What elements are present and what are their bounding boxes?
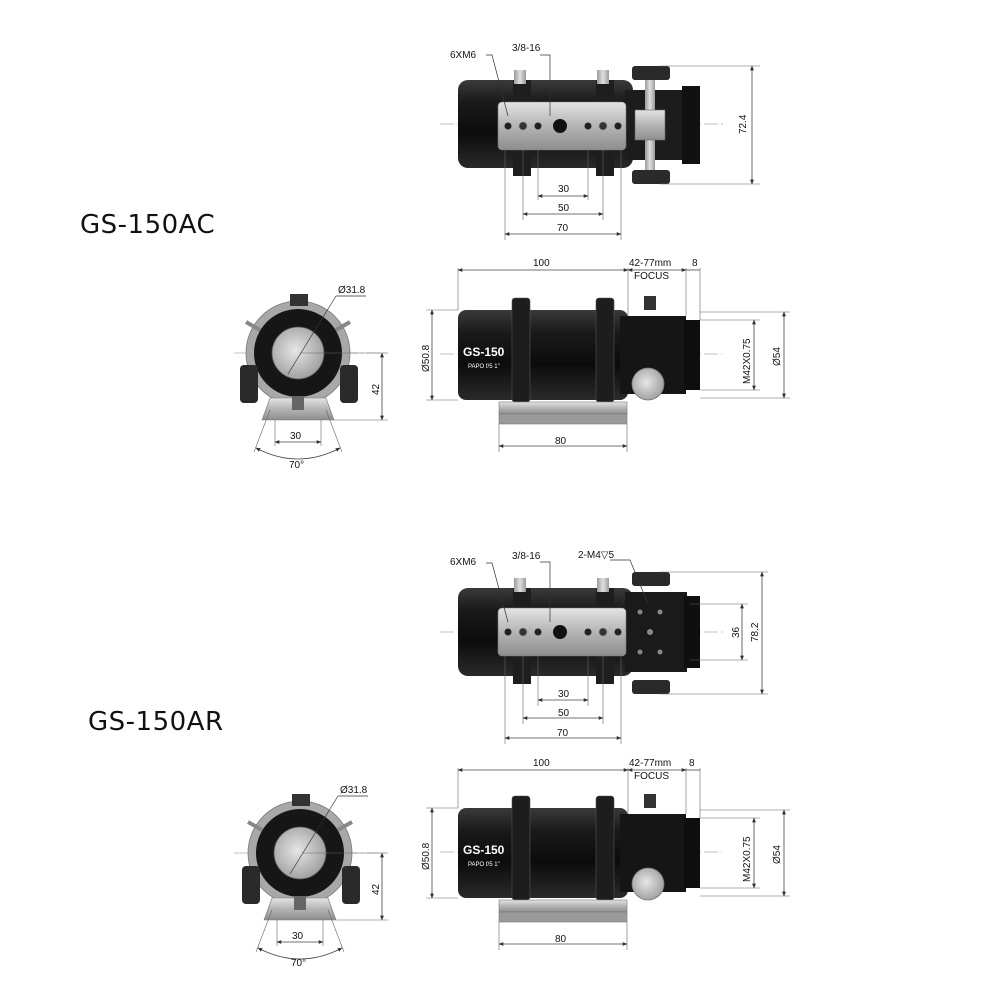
dovetail-bar <box>498 401 628 415</box>
brand-label: GS-150 <box>463 345 505 359</box>
focus-knob-bottom <box>632 170 670 184</box>
end-length: 8 <box>689 758 695 769</box>
model-title-gs150ar: GS-150AR <box>88 707 224 737</box>
outer-diameter: Ø54 <box>772 845 783 864</box>
tube-ring-left <box>511 297 531 403</box>
front-angle: 70° <box>289 460 304 471</box>
leader <box>540 54 551 116</box>
front-height: 42 <box>371 383 382 395</box>
tube-length: 100 <box>533 258 550 269</box>
front-angle: 70° <box>291 958 306 969</box>
model-title-gs150ac: GS-150AC <box>80 210 216 240</box>
hole-spacing-mid: 50 <box>558 203 570 214</box>
hole-spacing-small: 30 <box>558 184 570 195</box>
bar-length: 70 <box>557 223 569 234</box>
front-view-2: Ø31.8 42 30 70° <box>234 785 388 969</box>
eyepiece-diameter: Ø31.8 <box>338 285 366 296</box>
tube-body <box>458 310 628 400</box>
focuser-body <box>625 592 687 672</box>
focus-block <box>634 109 666 141</box>
tube-diameter: Ø50.8 <box>421 344 432 372</box>
front-base-width: 30 <box>290 431 302 442</box>
mount-hole <box>553 119 567 133</box>
screw-hole <box>504 122 512 130</box>
eyepiece-diameter: Ø31.8 <box>340 785 368 796</box>
side-knob-right <box>340 365 358 403</box>
thread-label: 6XM6 <box>450 557 477 568</box>
focus-knob <box>631 367 665 401</box>
thread-spec: M42X0.75 <box>742 338 753 384</box>
top-screw <box>290 294 308 306</box>
screw-hole <box>534 122 542 130</box>
drawtube-end <box>682 86 700 164</box>
outer-diameter: Ø54 <box>772 347 783 366</box>
brand-sub: PAPO f/5 1" <box>468 364 500 370</box>
base-length: 80 <box>555 934 567 945</box>
drawtube-end <box>684 320 700 390</box>
thread-spec: M42X0.75 <box>742 836 753 882</box>
front-view-1: Ø31.8 42 30 70° <box>234 285 388 471</box>
focus-range: 42-77mm <box>629 258 671 269</box>
tube-ring-right <box>595 297 615 403</box>
focus-range: 42-77mm <box>629 758 671 769</box>
tube-diameter: Ø50.8 <box>421 842 432 870</box>
hole-spacing-small: 30 <box>558 689 570 700</box>
front-base-width: 30 <box>292 931 304 942</box>
ring-tab <box>514 70 526 84</box>
model-2-drawings: 6XM6 3/8-16 2-M4▽5 30 50 70 36 78.2 <box>234 550 790 969</box>
base-length: 80 <box>555 436 567 447</box>
mount-hole-label: 3/8-16 <box>512 551 541 562</box>
inner-label: 36 <box>731 626 742 638</box>
ring-tab <box>597 70 609 84</box>
end-length: 8 <box>692 258 698 269</box>
model-1-drawings: 6XM6 3/8-16 30 50 70 72.4 <box>234 43 790 471</box>
top-view-2: 6XM6 3/8-16 2-M4▽5 30 50 70 36 78.2 <box>440 550 768 744</box>
front-height: 42 <box>371 883 382 895</box>
dovetail-bar <box>498 899 628 913</box>
tube-length: 100 <box>533 758 550 769</box>
focus-word: FOCUS <box>634 271 669 282</box>
side-view-1: GS-150 PAPO f/5 1" 100 42-77mm FOCUS 8 Ø… <box>421 258 790 452</box>
bar-length: 70 <box>557 728 569 739</box>
extra-label: 2-M4▽5 <box>578 550 614 561</box>
focus-knob-top <box>632 66 670 80</box>
screw-head <box>598 121 608 131</box>
hole-spacing-mid: 50 <box>558 708 570 719</box>
brand-label: GS-150 <box>463 843 505 857</box>
side-view-2: GS-150 PAPO f/5 1" 100 42-77mm FOCUS 8 Ø… <box>421 758 790 950</box>
height-label: 78.2 <box>750 622 761 642</box>
mount-hole-label: 3/8-16 <box>512 43 541 54</box>
focus-word: FOCUS <box>634 771 669 782</box>
leader <box>486 54 509 117</box>
thread-label: 6XM6 <box>450 50 477 61</box>
screw-head <box>518 121 528 131</box>
side-knob-left <box>240 365 258 403</box>
brand-sub: PAPO f/5 1" <box>468 862 500 868</box>
screw-hole <box>584 122 592 130</box>
screw-hole <box>614 122 622 130</box>
lock-screw <box>644 296 656 310</box>
height-label: 72.4 <box>738 114 749 134</box>
top-view-1: 6XM6 3/8-16 30 50 70 72.4 <box>440 43 760 240</box>
